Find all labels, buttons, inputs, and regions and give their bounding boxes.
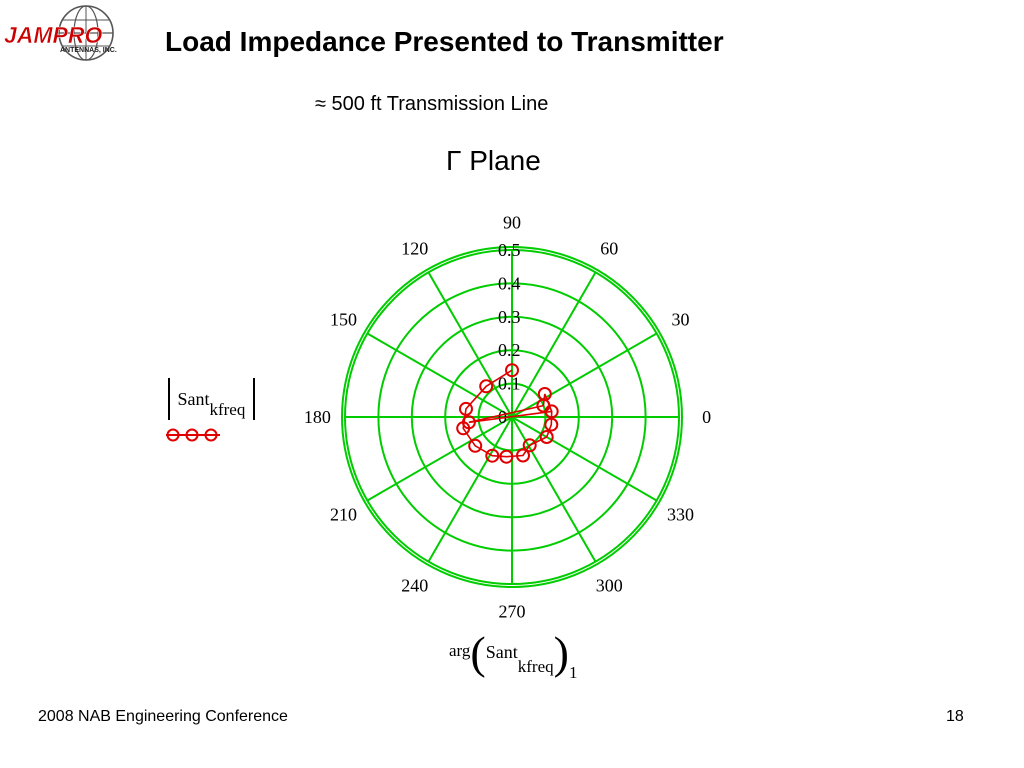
- radial-tick-label: 0: [498, 407, 507, 427]
- footer-page-number: 18: [946, 708, 964, 725]
- angle-tick-label: 270: [499, 602, 526, 622]
- legend-expr-main: Sant: [177, 388, 210, 409]
- angle-tick-label: 150: [330, 310, 357, 330]
- paren-left: (: [470, 627, 486, 678]
- polar-spoke: [427, 416, 513, 563]
- footer-conference: 2008 NAB Engineering Conference: [38, 708, 288, 725]
- polar-outer-ring: [341, 246, 683, 588]
- angle-expr-main: Sant: [485, 642, 518, 662]
- polar-spoke: [511, 416, 597, 563]
- polar-spoke: [366, 332, 513, 418]
- radial-tick-label: 0.4: [498, 273, 521, 293]
- polar-spoke: [511, 416, 658, 502]
- data-point: [505, 363, 519, 378]
- radial-tick-label: 0.1: [498, 374, 521, 394]
- polar-spoke: [511, 332, 658, 418]
- angle-tick-label: 180: [304, 407, 331, 427]
- radial-tick-label: 0.5: [498, 240, 521, 260]
- polar-spoke: [366, 416, 513, 502]
- angle-expr-sub2: 1: [568, 663, 578, 682]
- data-point: [461, 415, 476, 430]
- angle-expr-sub: kfreq: [517, 657, 554, 676]
- angle-tick-label: 300: [596, 576, 623, 596]
- angle-expression: arg(Santkfreq)1: [449, 620, 577, 682]
- paren-right: ): [553, 627, 569, 678]
- globe-icon: [58, 5, 114, 61]
- logo-sub-text: ANTENNAS, INC.: [60, 47, 117, 54]
- data-point: [522, 438, 537, 453]
- data-point: [516, 448, 530, 463]
- data-point: [544, 417, 559, 432]
- slide-subtitle: ≈ 500 ft Transmission Line: [315, 93, 549, 115]
- data-point: [479, 379, 494, 394]
- legend-marker-sample: [166, 428, 220, 442]
- angle-tick-label: 330: [667, 504, 694, 524]
- logo-main-text: JAMPRO: [4, 22, 103, 48]
- legend-expression: Santkfreq: [168, 378, 255, 420]
- polar-spoke: [427, 271, 513, 418]
- data-point: [539, 430, 554, 444]
- abs-bar-right: [252, 378, 255, 420]
- angle-tick-label: 240: [401, 576, 428, 596]
- angle-tick-label: 30: [672, 310, 690, 330]
- angle-tick-label: 210: [330, 504, 357, 524]
- plane-label: Γ Plane: [446, 145, 541, 176]
- data-point: [536, 398, 551, 413]
- angle-tick-label: 0: [702, 407, 711, 427]
- series-radial-line: [468, 410, 552, 424]
- angle-tick-label: 90: [503, 212, 521, 232]
- abs-bar-left: [168, 378, 170, 420]
- angle-expr-fn: arg: [449, 641, 471, 660]
- angle-tick-label: 120: [401, 239, 428, 259]
- data-point: [485, 448, 500, 463]
- data-point: [459, 401, 473, 416]
- radial-tick-label: 0.2: [498, 340, 521, 360]
- data-point: [499, 449, 514, 464]
- jampro-logo: JAMPRO ANTENNAS, INC.: [4, 5, 117, 61]
- slide-title: Load Impedance Presented to Transmitter: [165, 26, 724, 57]
- angle-tick-label: 60: [600, 239, 618, 259]
- radial-tick-label: 0.3: [498, 307, 521, 327]
- polar-spoke: [511, 271, 597, 418]
- legend-expr-sub: kfreq: [209, 399, 246, 419]
- data-point: [468, 438, 483, 453]
